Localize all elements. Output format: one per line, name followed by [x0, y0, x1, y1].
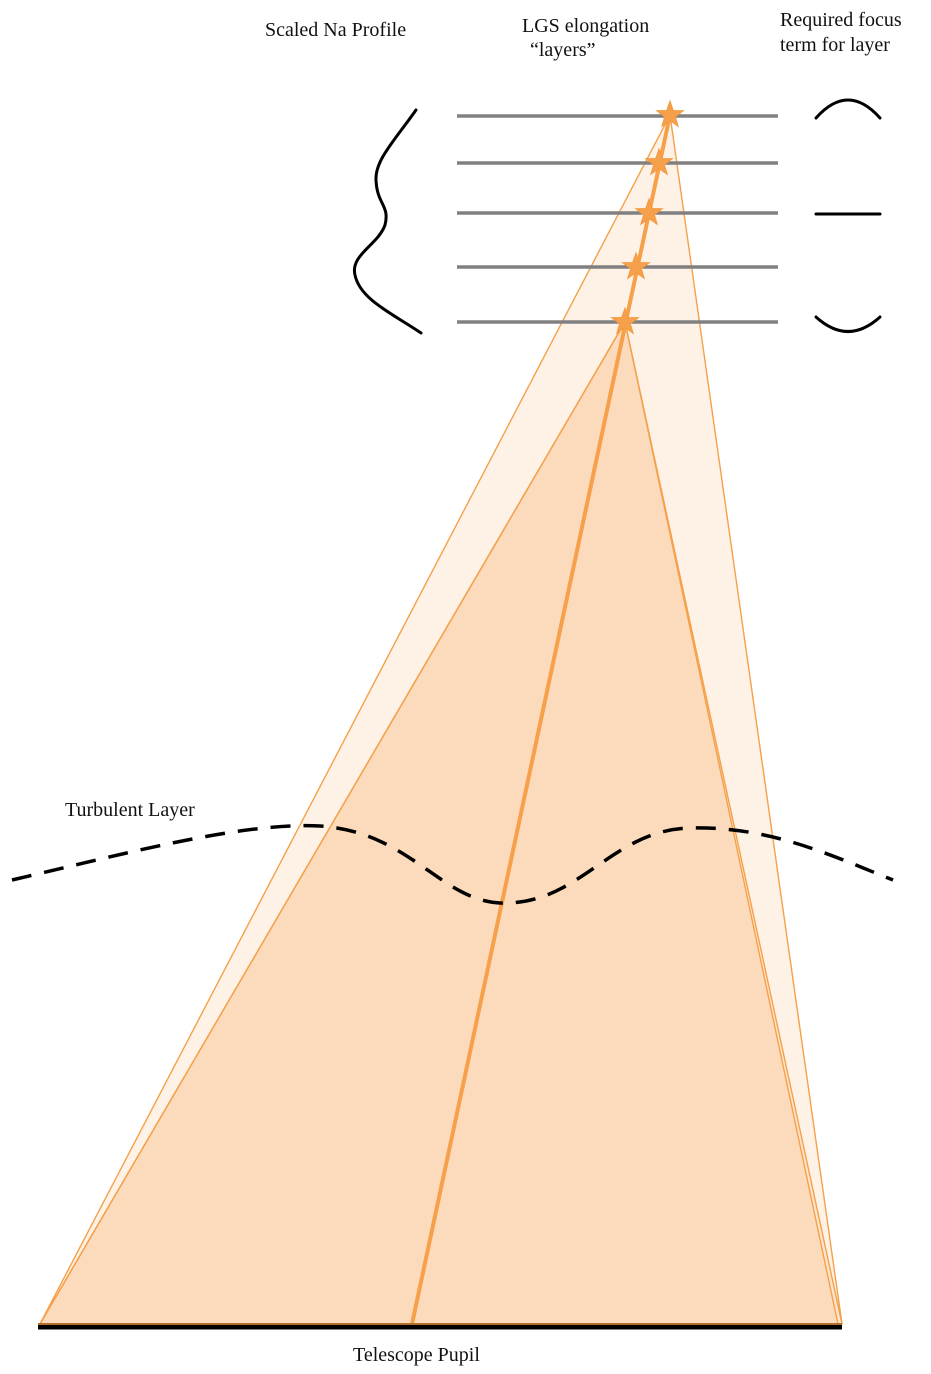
- lgs-layers-label-line1: LGS elongation: [522, 15, 650, 37]
- lgs-stars: [610, 99, 685, 335]
- lgs-layers-label-line2: “layers”: [530, 39, 596, 61]
- lgs-star-4: [621, 251, 651, 280]
- focus-term-concave-up: [814, 315, 882, 333]
- lgs-star-1: [655, 99, 685, 128]
- telescope-pupil-label: Telescope Pupil: [353, 1344, 480, 1366]
- lgs-star-2: [644, 147, 674, 176]
- na-profile-curve: [352, 108, 423, 335]
- lgs-star-5: [610, 306, 640, 335]
- lgs-star-3: [634, 197, 664, 226]
- turbulent-layer-curve: [11, 823, 894, 905]
- na-profile-label: Scaled Na Profile: [265, 19, 407, 41]
- focus-term-concave-down: [814, 98, 882, 120]
- turbulent-layer-label: Turbulent Layer: [65, 799, 195, 821]
- focus-term-label-line2: term for layer: [780, 34, 890, 56]
- focus-term-label-line1: Required focus: [780, 9, 902, 31]
